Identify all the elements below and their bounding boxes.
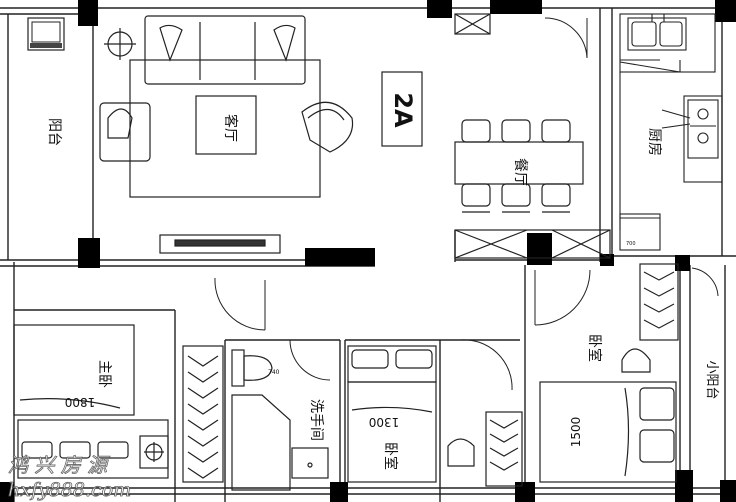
room-label-balcony: 阳台 xyxy=(46,118,62,146)
master-wardrobe-icon xyxy=(182,345,224,483)
room-label-living-room: 客厅 xyxy=(222,114,239,142)
master-bedroom-area: 主卧 1800 xyxy=(13,324,224,483)
nightstand-icon xyxy=(139,435,169,469)
balcony-area: 阳台 xyxy=(27,17,65,146)
middle-bed-icon xyxy=(347,381,437,483)
washroom-area: 740 洗手间 xyxy=(231,349,329,491)
right-wardrobe-icon xyxy=(639,263,679,341)
tv-cabinet-icon xyxy=(27,17,65,51)
middle-wardrobe-icon xyxy=(485,411,523,487)
fridge-icon xyxy=(619,213,661,251)
room-label-kitchen: 厨房 xyxy=(646,128,662,156)
right-bed-dimension: 1500 xyxy=(569,417,583,448)
dining-room-area: 餐厅 xyxy=(454,13,611,259)
stove-icon xyxy=(683,95,723,183)
sink-icon xyxy=(627,17,687,51)
master-bed-icon xyxy=(13,324,135,416)
toilet-icon xyxy=(231,349,245,387)
unit-label: 2A xyxy=(381,71,423,147)
tv-stand-icon xyxy=(159,234,281,254)
shower-icon xyxy=(291,447,329,479)
room-label-small-balcony: 小阳台 xyxy=(704,360,719,399)
middle-bedroom-area: 卧室 1300 xyxy=(347,345,523,487)
fridge-dimension: 700 xyxy=(626,241,636,247)
door-swings xyxy=(214,17,719,391)
room-label-master-bedroom: 主卧 xyxy=(96,360,112,388)
right-bed-icon xyxy=(539,381,677,483)
small-balcony-area: 小阳台 xyxy=(704,360,719,399)
master-bed-dimension: 1800 xyxy=(65,395,96,409)
kitchen-area: 700 厨房 xyxy=(619,13,723,251)
room-label-bedroom-middle: 卧室 xyxy=(382,442,399,470)
right-bedroom-area: 卧室 1500 xyxy=(539,263,679,483)
room-label-bedroom-right: 卧室 xyxy=(586,334,603,362)
armchair-right-icon xyxy=(301,101,354,153)
watermark: 鸿 兴 房 源 hxfy888.com xyxy=(8,453,132,502)
chair-right-icon xyxy=(621,348,651,373)
middle-bed-dimension: 1300 xyxy=(369,415,400,429)
chair-icon xyxy=(447,438,475,467)
sofa-icon xyxy=(144,15,306,85)
room-label-washroom: 洗手间 xyxy=(308,399,324,441)
armchair-left-icon xyxy=(99,102,151,162)
watermark-url: hxfy888.com xyxy=(8,479,131,501)
coffee-table-icon xyxy=(195,95,257,155)
watermark-chinese: 鸿 兴 房 源 xyxy=(8,453,110,477)
dining-cabinet-icon xyxy=(454,229,611,259)
unit-label-text: 2A xyxy=(389,92,417,128)
living-room-area: 客厅 xyxy=(99,15,354,254)
toilet-dimension: 740 xyxy=(268,369,280,376)
room-label-dining-room: 餐厅 xyxy=(512,158,528,186)
